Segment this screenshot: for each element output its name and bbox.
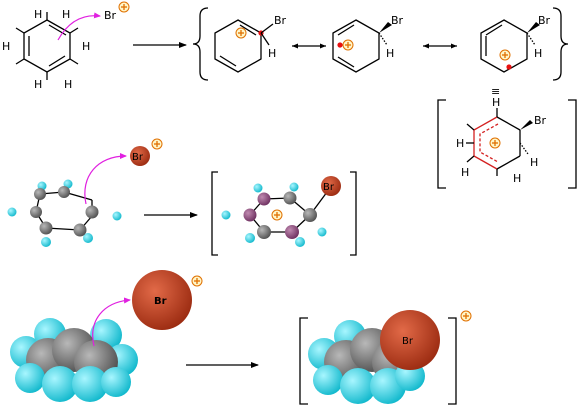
right-bracket bbox=[350, 171, 357, 256]
sigma-complex-ball-and-stick: Br bbox=[221, 176, 341, 247]
bromonium-ball: Br bbox=[130, 146, 150, 166]
benzene-ball-and-stick bbox=[7, 179, 122, 247]
bromine-atom-label: Br bbox=[154, 296, 167, 307]
ring-h-label: H bbox=[492, 96, 500, 109]
sigma-complex-space-filling: Br bbox=[308, 310, 440, 404]
charge-icon bbox=[489, 137, 501, 149]
bromonium-label: Br bbox=[104, 9, 117, 22]
curly-arrow-icon bbox=[92, 297, 131, 347]
resonance-structure-3: Br H bbox=[480, 14, 551, 73]
ipso-h-label: H bbox=[530, 156, 538, 169]
benzene-h-label: H bbox=[64, 78, 72, 91]
bromine-atom-label: Br bbox=[132, 152, 144, 163]
benzene-h-label: H bbox=[62, 8, 70, 21]
bromine-label: Br bbox=[274, 14, 287, 27]
benzene-h-label: H bbox=[34, 78, 42, 91]
left-bracket bbox=[437, 99, 446, 189]
charge-icon bbox=[342, 39, 354, 51]
ipso-h-label: H bbox=[268, 47, 276, 60]
benzene-h-label: H bbox=[2, 40, 10, 53]
ring-h-label: H bbox=[456, 137, 464, 150]
bromine-label: Br bbox=[391, 14, 404, 27]
bromine-atom-label: Br bbox=[323, 182, 335, 193]
charge-icon bbox=[191, 275, 203, 287]
resonance-structure-1: Br H bbox=[214, 14, 287, 73]
benzene-space-filling bbox=[10, 318, 138, 402]
left-bracket bbox=[211, 171, 218, 256]
resonance-structure-2: Br H bbox=[332, 14, 404, 73]
ring-h-label: H bbox=[461, 166, 469, 179]
charge-icon bbox=[151, 138, 163, 150]
benzene-h-label: H bbox=[82, 40, 90, 53]
right-bracket bbox=[568, 99, 577, 189]
right-brace bbox=[552, 7, 569, 81]
curly-arrow-icon bbox=[84, 153, 127, 205]
bromine-label: Br bbox=[534, 114, 547, 127]
curly-arrow-icon bbox=[57, 12, 101, 41]
bromine-atom-label: Br bbox=[402, 336, 414, 347]
charge-icon bbox=[235, 27, 247, 39]
right-bracket bbox=[448, 317, 457, 405]
ipso-h-label: H bbox=[386, 47, 394, 60]
bromonium-sphere: Br bbox=[132, 270, 192, 330]
charge-icon bbox=[271, 209, 283, 221]
ring-h-label: H bbox=[513, 172, 521, 185]
delocalized-sigma-complex: Br H H H H H bbox=[456, 96, 547, 185]
bromine-label: Br bbox=[538, 14, 551, 27]
benzene-structure: H H H H H H bbox=[2, 8, 90, 91]
benzene-h-label: H bbox=[34, 8, 42, 21]
equivalence-symbol: ≡ bbox=[491, 85, 500, 98]
charge-icon bbox=[460, 310, 472, 322]
charge-icon bbox=[499, 49, 511, 61]
charge-icon bbox=[118, 1, 130, 13]
left-bracket bbox=[299, 317, 308, 405]
left-brace bbox=[192, 7, 209, 81]
ipso-h-label: H bbox=[534, 47, 542, 60]
